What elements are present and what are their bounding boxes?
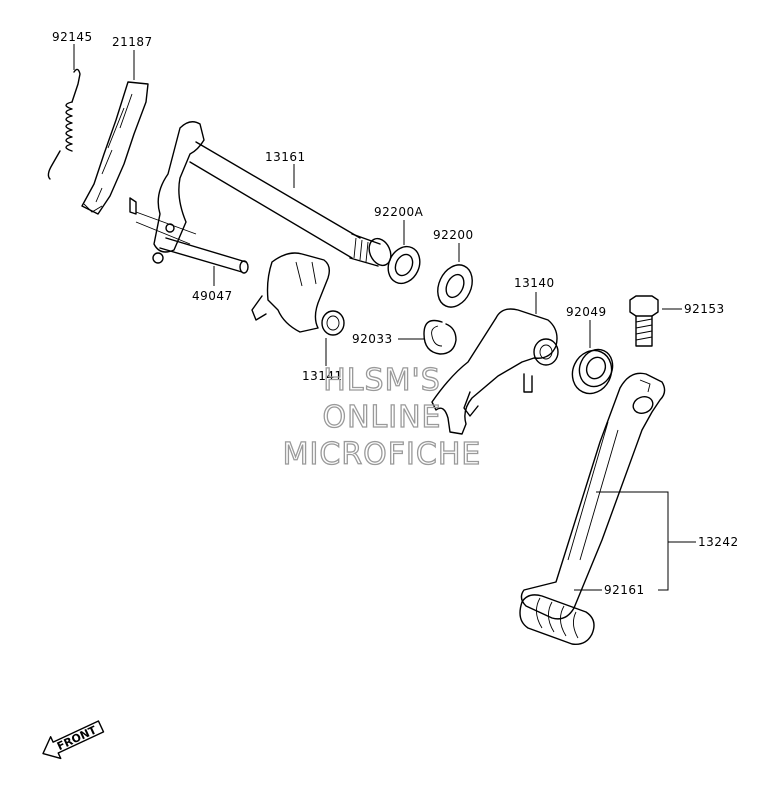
watermark-line1: HLSM'S	[323, 363, 441, 398]
label-13242: 13242	[698, 535, 739, 549]
washer-icon	[437, 264, 473, 308]
spring-icon	[47, 68, 81, 180]
label-92200: 92200	[433, 228, 474, 242]
shift-pedal-icon	[520, 372, 666, 620]
bolt-icon	[629, 295, 659, 347]
label-92049: 92049	[566, 305, 607, 319]
circlip-icon	[423, 319, 457, 355]
watermark: HLSM'S ONLINE MICROFICHE	[282, 362, 482, 472]
label-13141: 13141	[302, 369, 343, 383]
oil-seal-icon	[571, 348, 614, 395]
label-92153: 92153	[684, 302, 725, 316]
watermark-line3: MICROFICHE	[283, 437, 482, 472]
pin-icon	[159, 237, 249, 274]
rubber-icon	[519, 594, 595, 645]
label-92161: 92161	[604, 583, 645, 597]
front-arrow-icon: FRONT	[42, 720, 105, 760]
lever-icon	[431, 308, 559, 435]
label-92033: 92033	[352, 332, 393, 346]
washer-icon	[387, 245, 421, 285]
label-13140: 13140	[514, 276, 555, 290]
watermark-line2: ONLINE	[322, 400, 441, 435]
label-13161: 13161	[265, 150, 306, 164]
front-label: FRONT	[55, 723, 99, 753]
label-92200A: 92200A	[374, 205, 424, 219]
shift-shaft-icon	[129, 121, 392, 267]
ratchet-icon	[251, 252, 345, 336]
label-21187: 21187	[112, 35, 153, 49]
label-92145: 92145	[52, 30, 93, 44]
label-49047: 49047	[192, 289, 233, 303]
plate-icon	[81, 81, 149, 215]
